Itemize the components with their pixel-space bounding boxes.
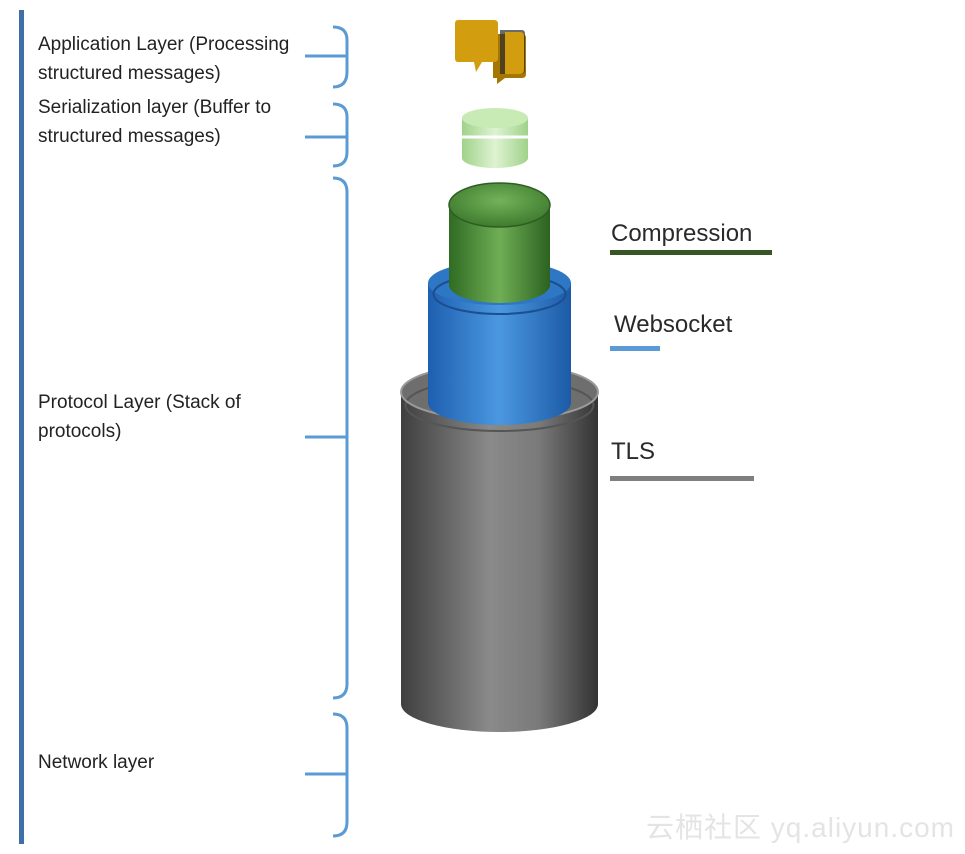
tls-label: TLS (611, 438, 656, 465)
serialization-bracket (332, 102, 349, 168)
protocol-layer-label: Protocol Layer (Stack of protocols) (38, 392, 241, 442)
websocket-label: Websocket (614, 311, 733, 338)
network-layer-label: Network layer (38, 752, 155, 773)
compression-cylinder (448, 182, 551, 303)
compression-underline (610, 250, 772, 255)
application-layer-label: Application Layer (Processing structured… (38, 34, 290, 84)
left-vertical-rule (19, 10, 24, 844)
tls-underline (610, 476, 754, 481)
layer-brackets (305, 25, 349, 838)
serialization-disk-stack (462, 108, 528, 168)
compression-label: Compression (611, 220, 753, 247)
websocket-underline (610, 346, 660, 351)
serialization-layer-label: Serialization layer (Buffer to structure… (38, 97, 272, 147)
watermark: 云栖社区 yq.aliyun.com (646, 812, 955, 843)
message-bubbles-icon (455, 20, 526, 84)
